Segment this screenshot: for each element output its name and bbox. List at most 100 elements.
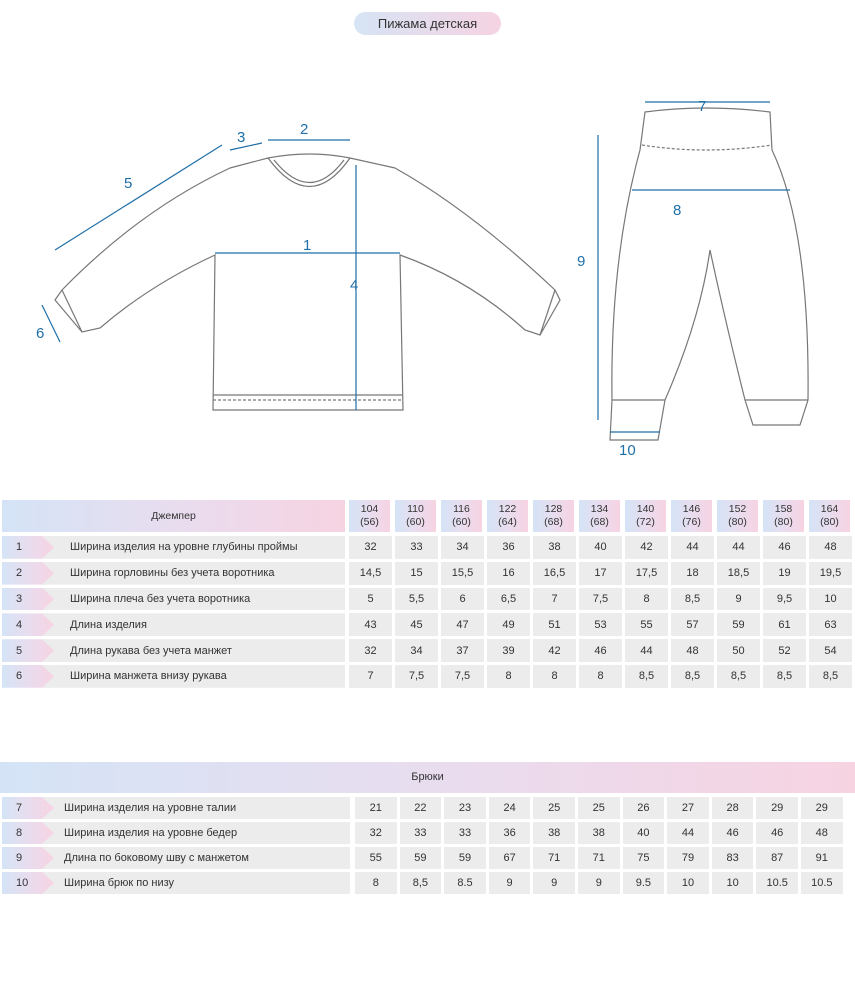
table-cell: 49 bbox=[487, 613, 530, 637]
table-cell: 7,5 bbox=[395, 665, 438, 688]
size-header-line: 110 bbox=[407, 503, 424, 515]
row-label: Ширина брюк по низу bbox=[42, 872, 350, 894]
table-cell: 10.5 bbox=[801, 872, 843, 894]
dim-label-6: 6 bbox=[36, 325, 44, 342]
table-cell: 16,5 bbox=[533, 561, 576, 585]
table-cell: 59 bbox=[717, 613, 760, 637]
row-label: Ширина плеча без учета воротника bbox=[42, 587, 345, 611]
row-label: Ширина горловины без учета воротника bbox=[42, 561, 345, 585]
size-header-line: 134 bbox=[590, 503, 609, 515]
dim-label-1: 1 bbox=[303, 237, 311, 254]
table-cell: 25 bbox=[533, 797, 575, 819]
table-cell: 9,5 bbox=[763, 587, 806, 611]
size-header: 140(72) bbox=[625, 500, 666, 532]
table-cell: 6 bbox=[441, 587, 484, 611]
size-header-line: (80) bbox=[774, 516, 793, 528]
size-header: 104(56) bbox=[349, 500, 390, 532]
table-cell: 39 bbox=[487, 639, 530, 662]
size-header: 146(76) bbox=[671, 500, 712, 532]
table-cell: 29 bbox=[801, 797, 843, 819]
table-cell: 10 bbox=[711, 872, 754, 894]
table-cell: 9 bbox=[717, 587, 760, 611]
table-cell: 22 bbox=[399, 797, 442, 819]
size-header: 128(68) bbox=[533, 500, 574, 532]
table-cell: 32 bbox=[355, 822, 397, 844]
table-cell: 32 bbox=[349, 536, 392, 559]
table-cell: 32 bbox=[349, 639, 392, 662]
table-cell: 15 bbox=[395, 561, 438, 585]
table-cell: 48 bbox=[801, 822, 843, 844]
size-header-line: (60) bbox=[452, 516, 471, 528]
table-cell: 26 bbox=[622, 797, 665, 819]
table-cell: 42 bbox=[533, 639, 576, 662]
table-cell: 8.5 bbox=[444, 872, 486, 894]
size-header: 122(64) bbox=[487, 500, 528, 532]
row-number: 1 bbox=[2, 536, 54, 559]
size-header-line: (80) bbox=[728, 516, 747, 528]
table-cell: 18,5 bbox=[717, 561, 760, 585]
table-cell: 47 bbox=[441, 613, 484, 637]
size-header-line: (72) bbox=[636, 516, 655, 528]
dim-label-9: 9 bbox=[577, 253, 585, 270]
table-cell: 9 bbox=[578, 872, 620, 894]
table-cell: 10.5 bbox=[756, 872, 798, 894]
table-cell: 25 bbox=[578, 797, 620, 819]
table-cell: 7,5 bbox=[441, 665, 484, 688]
table-cell: 8,5 bbox=[671, 587, 714, 611]
garment-diagram: 1 2 3 4 5 6 7 8 9 10 bbox=[36, 98, 809, 459]
table-cell: 45 bbox=[395, 613, 438, 637]
row-number: 4 bbox=[2, 613, 54, 637]
table-cell: 8,5 bbox=[763, 665, 806, 688]
size-header-line: 104 bbox=[360, 503, 379, 515]
table-cell: 44 bbox=[717, 536, 760, 559]
size-header: 152(80) bbox=[717, 500, 758, 532]
table-cell: 87 bbox=[756, 847, 798, 869]
table-cell: 55 bbox=[625, 613, 668, 637]
table-cell: 83 bbox=[711, 847, 754, 869]
dim-label-10: 10 bbox=[619, 442, 636, 459]
size-header: 110(60) bbox=[395, 500, 436, 532]
table-cell: 8 bbox=[625, 587, 668, 611]
size-header-line: (68) bbox=[590, 516, 609, 528]
table-cell: 34 bbox=[395, 639, 438, 662]
table-cell: 10 bbox=[667, 872, 709, 894]
table-cell: 36 bbox=[487, 536, 530, 559]
table-cell: 46 bbox=[711, 822, 754, 844]
table-cell: 21 bbox=[355, 797, 397, 819]
table-cell: 8,5 bbox=[625, 665, 668, 688]
table-cell: 46 bbox=[763, 536, 806, 559]
dim-label-7: 7 bbox=[698, 98, 706, 115]
row-number: 10 bbox=[2, 872, 54, 894]
size-header-line: 116 bbox=[453, 503, 470, 515]
table-cell: 19 bbox=[763, 561, 806, 585]
row-label: Длина изделия bbox=[42, 613, 345, 637]
row-number: 6 bbox=[2, 665, 54, 688]
table-cell: 38 bbox=[533, 822, 575, 844]
row-number: 5 bbox=[2, 639, 54, 662]
row-label: Ширина изделия на уровне глубины проймы bbox=[42, 536, 345, 559]
row-number: 2 bbox=[2, 561, 54, 585]
table-cell: 14,5 bbox=[349, 561, 392, 585]
size-header: 164(80) bbox=[809, 500, 850, 532]
size-header-line: (64) bbox=[498, 516, 517, 528]
size-header-line: (76) bbox=[682, 516, 701, 528]
table-cell: 40 bbox=[622, 822, 665, 844]
table-cell: 37 bbox=[441, 639, 484, 662]
table-cell: 34 bbox=[441, 536, 484, 559]
table-cell: 44 bbox=[671, 536, 714, 559]
dim-label-5: 5 bbox=[124, 175, 132, 192]
table-cell: 61 bbox=[763, 613, 806, 637]
pants-header: Брюки bbox=[0, 762, 855, 793]
table-cell: 55 bbox=[355, 847, 397, 869]
table-cell: 50 bbox=[717, 639, 760, 662]
table-cell: 46 bbox=[756, 822, 798, 844]
table-cell: 79 bbox=[667, 847, 709, 869]
row-number: 8 bbox=[2, 822, 54, 844]
size-header-line: 158 bbox=[774, 503, 793, 515]
size-header-line: 152 bbox=[728, 503, 747, 515]
table-cell: 16 bbox=[487, 561, 530, 585]
table-cell: 8,5 bbox=[671, 665, 714, 688]
table-cell: 15,5 bbox=[441, 561, 484, 585]
size-header: 134(68) bbox=[579, 500, 620, 532]
size-header: 116(60) bbox=[441, 500, 482, 532]
